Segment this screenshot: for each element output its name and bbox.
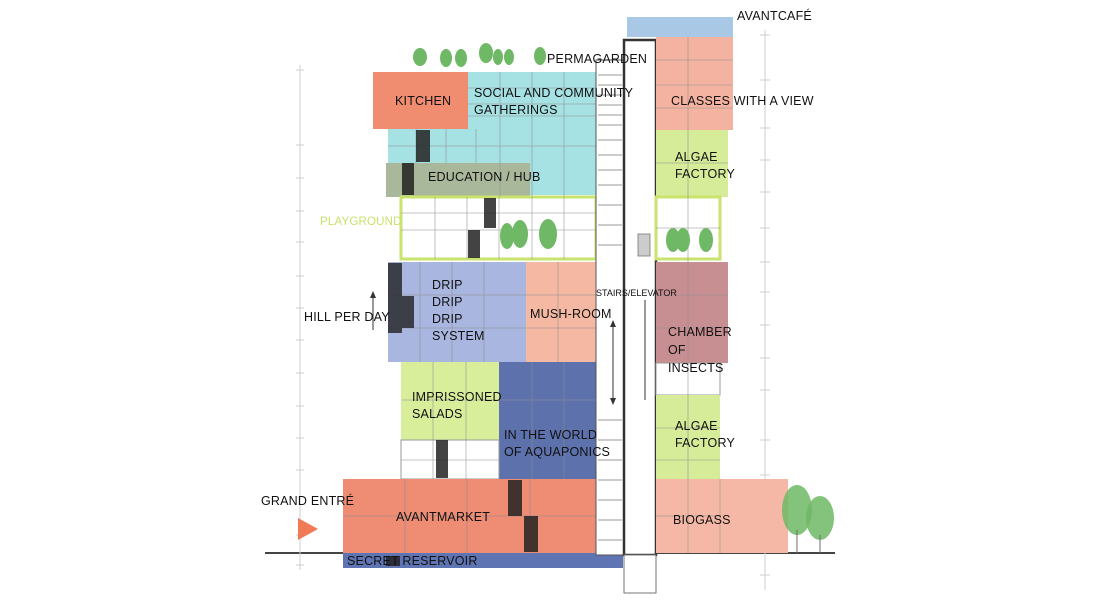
zone-avantcafe [627,17,733,37]
label-salads-line1: IMPRISSONED [412,390,502,404]
label-drip-line2: DRIP [432,295,463,309]
zone-lower-grid [400,439,500,480]
tree-cluster-playground [500,219,557,249]
entrance-arrow-icon [298,518,318,540]
label-salads-line2: SALADS [412,407,463,421]
label-drip-line1: DRIP [432,278,463,292]
tree-cluster-right-playground [666,228,713,252]
zone-imprissoned-salads [401,362,499,440]
hill-arrow-head [370,291,376,298]
left-tower-window-grid [343,72,596,553]
left-elevation-ticks [296,69,304,566]
label-avantcafe: AVANTCAFÉ [737,9,812,23]
label-classes: CLASSES WITH A VIEW [671,94,814,108]
zone-playground [399,195,598,261]
label-mush-room: MUSH-ROOM [530,307,612,321]
left-stair-hatches [386,130,538,566]
elevator-arrow-down [610,398,616,405]
label-playground: PLAYGROUND [320,216,402,228]
zone-mush-room [526,262,596,362]
zone-education-hub-band [530,163,596,195]
elevator-arrow-up [610,320,616,327]
zone-aquaponics [499,362,596,479]
label-chamber-line1: CHAMBER [668,325,732,339]
label-chamber-line2: OF [668,343,686,357]
tree-cluster-roof [413,43,546,67]
core-stair-treads [598,74,622,541]
label-aquaponics-line2: OF AQUAPONICS [504,445,611,459]
label-kitchen: KITCHEN [395,94,452,108]
label-grand-entre: GRAND ENTRÉ [261,494,355,508]
core-left-column [595,59,625,556]
right-tower-window-grid [656,37,733,553]
label-social-line2: GATHERINGS [474,103,558,117]
label-algae-lower-line1: ALGAE [675,419,718,433]
label-chamber-line3: INSECTS [668,361,724,375]
label-stairs-elevator: STAIRS/ELEVATOR [596,288,677,298]
core-lower-shaft [623,554,657,594]
label-biogass: BIOGASS [673,513,731,527]
elevator-cab [637,233,651,257]
zone-kitchen [373,72,468,129]
label-social-line1: SOCIAL AND COMMUNITY [474,86,634,100]
label-drip-line3: DRIP [432,312,463,326]
tree-cluster-street [782,485,834,540]
label-aquaponics-line1: IN THE WORLD [504,428,598,442]
label-algae-lower-line2: FACTORY [675,436,735,450]
label-algae-top-line2: FACTORY [675,167,735,181]
zone-chamber-of-insects [656,262,728,363]
label-drip-line4: SYSTEM [432,329,485,343]
label-secret-reservoir: SECRET RESERVOIR [347,554,478,568]
label-hill-per-day: HILL PER DAY [304,310,390,324]
zone-algae-factory-top [656,130,728,197]
label-education-hub: EDUCATION / HUB [428,170,541,184]
label-avantmarket: AVANTMARKET [396,510,491,524]
label-algae-top-line1: ALGAE [675,150,718,164]
label-permagarden: PERMAGARDEN [547,52,648,66]
zone-classes-with-a-view [656,37,733,130]
zone-secret-reservoir [343,553,623,568]
tree-trunks [796,530,821,553]
